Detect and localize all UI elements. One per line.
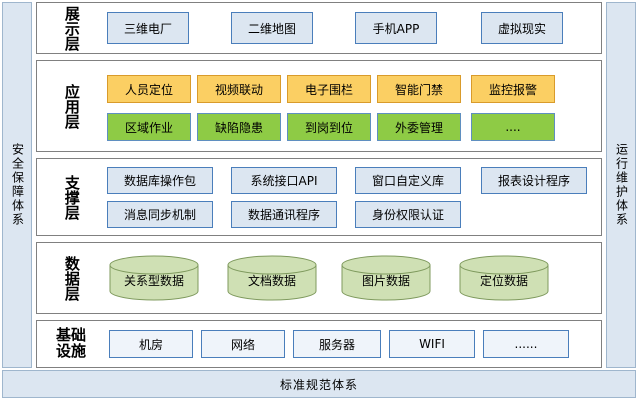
node-infrastructure-4[interactable]: ......: [483, 330, 569, 358]
node-presentation-1[interactable]: 二维地图: [231, 12, 313, 44]
node-infrastructure-0[interactable]: 机房: [109, 330, 193, 358]
node-infrastructure-0-label: 机房: [138, 337, 163, 352]
node-application-orange-3[interactable]: 智能门禁: [377, 75, 461, 103]
node-infrastructure-2[interactable]: 服务器: [293, 330, 381, 358]
node-support-r1-0[interactable]: 消息同步机制: [107, 201, 213, 228]
node-application-green-0[interactable]: 区域作业: [107, 113, 191, 141]
layer-presentation-body: 三维电厂 二维地图 手机APP 虚拟现实: [99, 3, 597, 53]
layer-data-title: 数据层: [45, 243, 97, 313]
node-application-orange-0-label: 人员定位: [124, 82, 173, 97]
standards-system-bar: 标准规范体系: [2, 370, 636, 398]
node-application-green-4-label: ....: [505, 120, 521, 134]
layer-support: 支撑层 数据库操作包 系统接口API 窗口自定义库 报表设计程序 消息同步机: [36, 158, 602, 236]
cylinder-data-2[interactable]: 图片数据: [341, 255, 431, 301]
node-presentation-3-label: 虚拟现实: [497, 21, 546, 36]
node-support-r0-0-label: 数据库操作包: [123, 174, 196, 188]
node-application-green-4[interactable]: ....: [471, 113, 555, 141]
cylinder-data-2-label: 图片数据: [361, 274, 410, 288]
cylinder-shape-icon: [227, 255, 317, 301]
node-support-r1-1[interactable]: 数据通讯程序: [231, 201, 337, 228]
node-application-green-2[interactable]: 到岗到位: [287, 113, 371, 141]
layer-support-title: 支撑层: [45, 159, 97, 235]
layer-infrastructure-body: 机房 网络 服务器 WIFI ......: [99, 321, 597, 367]
cylinder-shape-icon: [459, 255, 549, 301]
node-infrastructure-3[interactable]: WIFI: [389, 330, 475, 358]
cylinder-shape-icon: [341, 255, 431, 301]
node-support-r0-2[interactable]: 窗口自定义库: [355, 167, 461, 194]
node-infrastructure-1[interactable]: 网络: [201, 330, 285, 358]
layer-presentation-title-text: 展示层: [62, 5, 81, 51]
layer-data: 数据层 关系型数据 文档数据: [36, 242, 602, 314]
layer-presentation: 展示层 三维电厂 二维地图 手机APP 虚拟现实: [36, 2, 602, 54]
layer-application-title-text: 应用层: [62, 83, 81, 129]
node-application-green-2-label: 到岗到位: [304, 120, 353, 135]
node-support-r0-3[interactable]: 报表设计程序: [481, 167, 587, 194]
standards-system-label: 标准规范体系: [279, 377, 358, 392]
node-support-r0-1-label: 系统接口API: [250, 174, 318, 188]
cylinder-data-3[interactable]: 定位数据: [459, 255, 549, 301]
node-support-r0-2-label: 窗口自定义库: [371, 174, 444, 188]
cylinder-data-0[interactable]: 关系型数据: [109, 255, 199, 301]
layer-infrastructure-title-text: 基础设施: [56, 326, 87, 360]
node-support-r0-0[interactable]: 数据库操作包: [107, 167, 213, 194]
node-application-orange-0[interactable]: 人员定位: [107, 75, 191, 103]
node-infrastructure-2-label: 服务器: [318, 337, 355, 352]
layer-presentation-title: 展示层: [45, 3, 97, 53]
node-application-orange-4[interactable]: 监控报警: [471, 75, 555, 103]
cylinder-data-3-label: 定位数据: [479, 274, 528, 288]
right-rail-label: 运行维护体系: [614, 143, 629, 227]
node-application-green-3-label: 外委管理: [394, 120, 443, 135]
node-support-r1-1-label: 数据通讯程序: [247, 208, 320, 222]
layer-application: 应用层 人员定位 视频联动 电子围栏 智能门禁 监控报警: [36, 60, 602, 152]
node-presentation-2-label: 手机APP: [372, 21, 420, 36]
layer-infrastructure: 基础设施 机房 网络 服务器 WIFI ......: [36, 320, 602, 368]
node-application-green-0-label: 区域作业: [124, 120, 173, 135]
node-presentation-3[interactable]: 虚拟现实: [481, 12, 563, 44]
layer-application-title: 应用层: [45, 61, 97, 151]
node-presentation-2[interactable]: 手机APP: [355, 12, 437, 44]
node-application-orange-2-label: 电子围栏: [304, 82, 353, 97]
node-support-r1-0-label: 消息同步机制: [123, 208, 196, 222]
cylinder-data-0-label: 关系型数据: [123, 274, 184, 288]
node-support-r0-3-label: 报表设计程序: [497, 174, 570, 188]
node-presentation-0-label: 三维电厂: [123, 21, 172, 36]
node-application-orange-1[interactable]: 视频联动: [197, 75, 281, 103]
node-application-green-3[interactable]: 外委管理: [377, 113, 461, 141]
node-support-r1-2-label: 身份权限认证: [371, 208, 444, 222]
node-infrastructure-4-label: ......: [514, 337, 538, 351]
right-rail-maintenance-system: 运行维护体系: [606, 2, 636, 368]
node-application-green-1[interactable]: 缺陷隐患: [197, 113, 281, 141]
left-rail-label: 安全保障体系: [10, 143, 25, 227]
node-application-orange-4-label: 监控报警: [488, 82, 537, 97]
node-support-r1-2[interactable]: 身份权限认证: [355, 201, 461, 228]
node-presentation-1-label: 二维地图: [247, 21, 296, 36]
cylinder-data-1[interactable]: 文档数据: [227, 255, 317, 301]
node-support-r0-1[interactable]: 系统接口API: [231, 167, 337, 194]
node-application-orange-3-label: 智能门禁: [394, 82, 443, 97]
node-application-orange-2[interactable]: 电子围栏: [287, 75, 371, 103]
layer-data-body: 关系型数据 文档数据 图片数据: [99, 243, 597, 313]
left-rail-security-system: 安全保障体系: [2, 2, 32, 368]
layer-data-title-text: 数据层: [62, 255, 81, 301]
layer-application-body: 人员定位 视频联动 电子围栏 智能门禁 监控报警 区域作业: [99, 61, 597, 151]
layer-support-body: 数据库操作包 系统接口API 窗口自定义库 报表设计程序 消息同步机制 数据通讯…: [99, 159, 597, 235]
node-infrastructure-3-label: WIFI: [419, 337, 445, 351]
node-infrastructure-1-label: 网络: [230, 337, 255, 352]
layer-infrastructure-title: 基础设施: [45, 321, 97, 367]
node-presentation-0[interactable]: 三维电厂: [107, 12, 189, 44]
node-application-orange-1-label: 视频联动: [214, 82, 263, 97]
cylinder-data-1-label: 文档数据: [247, 274, 296, 288]
node-application-green-1-label: 缺陷隐患: [214, 120, 263, 135]
layer-support-title-text: 支撑层: [62, 174, 81, 220]
cylinder-shape-icon: [109, 255, 199, 301]
